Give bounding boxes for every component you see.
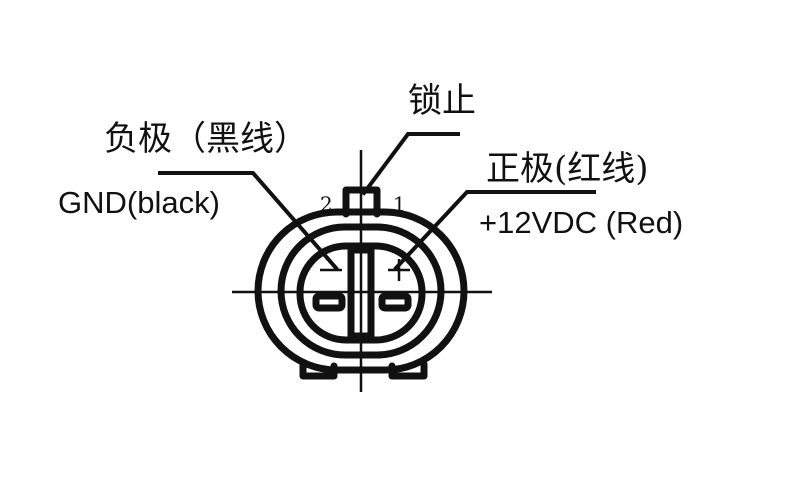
left-foot (299, 360, 338, 380)
terminal-2-slot (312, 292, 346, 312)
lock-leader-line (361, 132, 460, 196)
connector-inner-housing (277, 223, 445, 359)
connector-cavity (296, 242, 426, 344)
positive-leader-line (393, 190, 596, 271)
pin-2-label: 2 (320, 192, 333, 216)
lock-label: 锁止 (408, 81, 476, 121)
negative-label-cn: 负极（黑线） (104, 119, 308, 159)
positive-label-en: +12VDC (Red) (479, 205, 683, 240)
negative-leader-line (158, 171, 339, 271)
pin-1-label: 1 (393, 192, 406, 216)
locking-tab (342, 186, 381, 218)
terminal-1-slot (378, 292, 412, 312)
positive-label-cn: 正极(红线) (486, 149, 649, 189)
terminal-divider (347, 246, 375, 340)
negative-label-en: GND(black) (58, 185, 220, 220)
right-foot (388, 360, 428, 380)
connector-outer-housing (254, 208, 468, 374)
